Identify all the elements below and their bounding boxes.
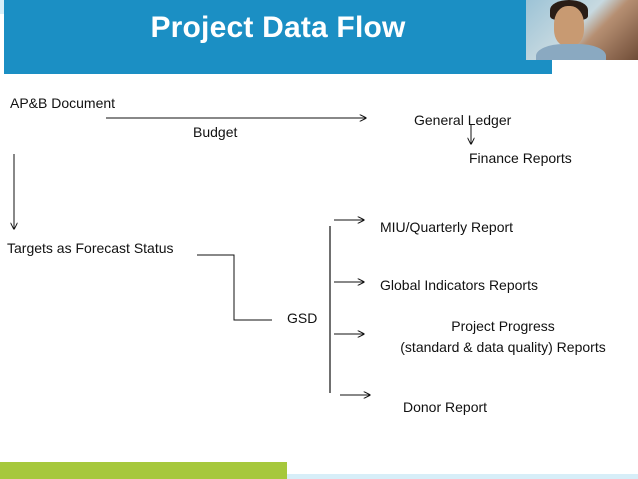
node-miu-report: MIU/Quarterly Report bbox=[380, 219, 514, 235]
child-photo bbox=[526, 0, 638, 60]
node-finance-reports: Finance Reports bbox=[469, 150, 572, 166]
node-budget: Budget bbox=[193, 124, 238, 140]
node-targets-forecast: Targets as Forecast Status bbox=[7, 240, 174, 256]
footer-blue-bar bbox=[287, 474, 638, 479]
footer-green-bar bbox=[0, 462, 287, 479]
node-donor-report: Donor Report bbox=[403, 399, 488, 415]
node-global-indicators: Global Indicators Reports bbox=[380, 277, 538, 293]
photo-shirt bbox=[536, 44, 606, 60]
connector-targets-to-gsd bbox=[197, 254, 272, 321]
title-banner bbox=[4, 0, 552, 74]
photo-face bbox=[554, 6, 584, 46]
node-apb-document: AP&B Document bbox=[10, 95, 116, 111]
node-project-progress: Project Progress (standard & data qualit… bbox=[384, 318, 622, 355]
slide-title: Project Data Flow bbox=[150, 11, 406, 44]
project-progress-title: Project Progress bbox=[451, 318, 555, 334]
project-progress-subtitle: (standard & data quality) Reports bbox=[400, 339, 606, 355]
node-general-ledger: General Ledger bbox=[414, 112, 512, 128]
node-gsd: GSD bbox=[287, 310, 318, 326]
